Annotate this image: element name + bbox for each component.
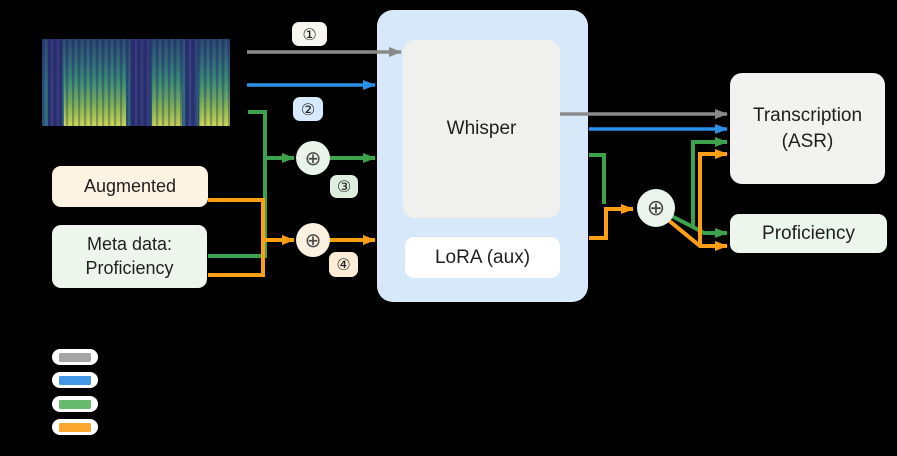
proficiency-box: Proficiency (730, 214, 887, 253)
legend-item-orange (52, 419, 98, 435)
step-4-number: ④ (336, 255, 351, 274)
proficiency-label: Proficiency (762, 222, 855, 244)
circled-plus-icon: ⊕ (304, 146, 322, 170)
legend-swatch-orange (59, 422, 91, 432)
legend-swatch-blue (59, 375, 91, 385)
transcription-label-line1: Transcription (752, 105, 863, 127)
sum-node-input-orange: ⊕ (296, 223, 330, 257)
transcription-box: Transcription (ASR) (730, 73, 885, 184)
step-1-badge: ① (292, 22, 327, 46)
step-1-number: ① (302, 24, 317, 44)
step-2-badge: ② (293, 97, 323, 121)
step-4-badge: ④ (329, 252, 358, 277)
metadata-box: Meta data: Proficiency (52, 225, 207, 288)
legend-swatch-green (59, 399, 91, 409)
legend-item-blue (52, 372, 98, 388)
step-3-badge: ③ (330, 175, 358, 198)
augmented-label: Augmented (83, 175, 177, 196)
legend-swatch-gray (59, 352, 91, 362)
metadata-label-line1: Meta data: (86, 233, 173, 254)
circled-plus-icon: ⊕ (304, 228, 322, 252)
lora-box: LoRA (aux) (405, 237, 560, 278)
whisper-label: Whisper (446, 118, 517, 140)
circled-plus-icon: ⊕ (646, 195, 666, 221)
spectrogram-image (42, 39, 230, 126)
step-2-number: ② (300, 99, 316, 119)
sum-node-input-green: ⊕ (296, 141, 330, 175)
legend-item-gray (52, 349, 98, 365)
legend-item-green (52, 396, 98, 412)
step-3-number: ③ (336, 177, 352, 196)
augmented-box: Augmented (52, 166, 208, 207)
line-model-to-sum3-green (589, 153, 606, 204)
line-speech-metadata-green (208, 110, 267, 258)
metadata-label-line2: Proficiency (85, 257, 174, 278)
arrow-sum3-to-proficiency-green (692, 225, 728, 238)
spectrogram-graphic (42, 39, 230, 126)
lora-label: LoRA (aux) (434, 246, 531, 268)
whisper-box: Whisper (403, 40, 560, 218)
arrow-sum3-to-transcription-orange (698, 149, 728, 246)
arrow-lora-to-sum3-orange (589, 204, 634, 240)
sum-node-output: ⊕ (637, 189, 675, 227)
line-augmented-metadata-orange (208, 198, 265, 277)
transcription-label-line2: (ASR) (781, 130, 834, 152)
